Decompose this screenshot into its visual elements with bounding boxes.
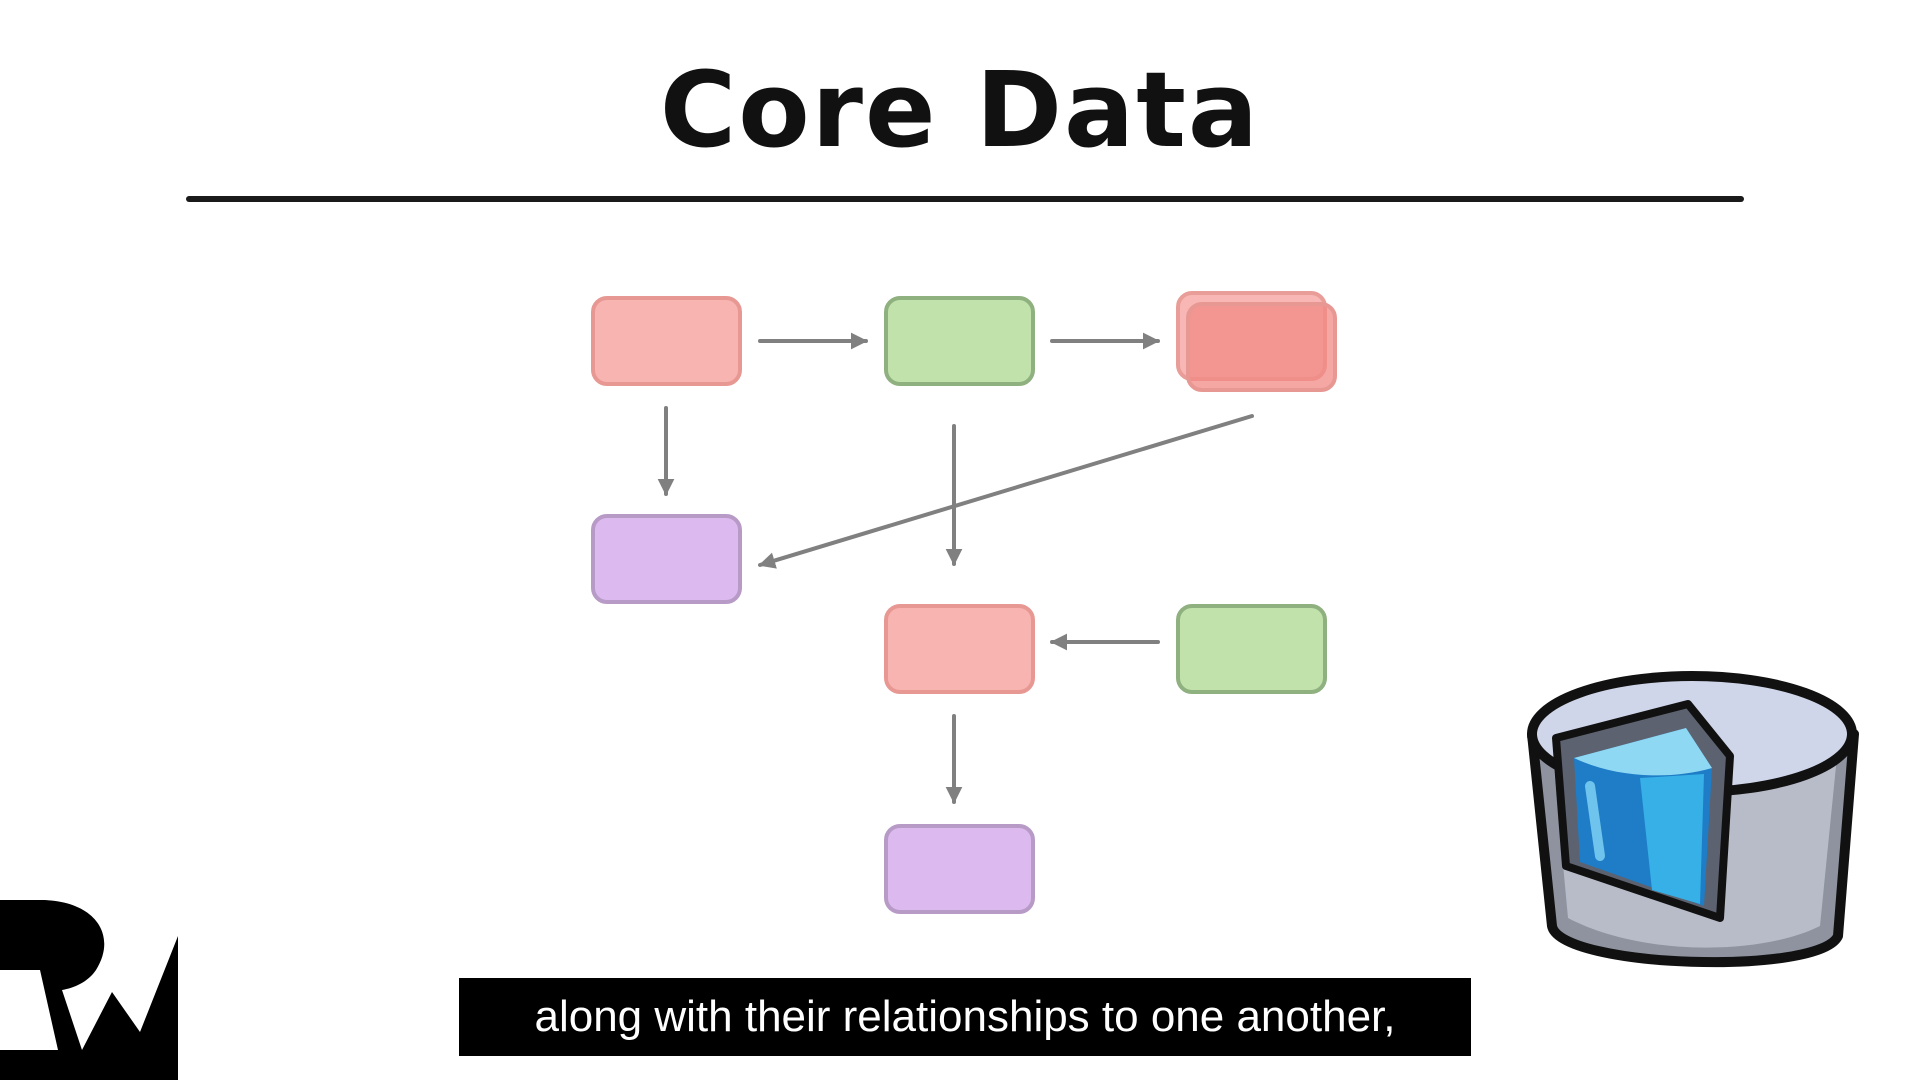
database-cylinder-icon xyxy=(1527,671,1859,968)
entity-box-purple-1 xyxy=(591,514,742,604)
entity-box-green-2 xyxy=(1176,604,1327,694)
arrow-entity3-to-entity4 xyxy=(758,414,1254,569)
entity-box-purple-2 xyxy=(884,824,1035,914)
entity-box-pink-stacked-front xyxy=(1186,302,1337,392)
subtitle-caption: along with their relationships to one an… xyxy=(459,978,1471,1056)
relationship-arrows xyxy=(657,332,1254,804)
title-divider xyxy=(186,196,1744,202)
entity-box-pink-1 xyxy=(591,296,742,386)
subtitle-caption-text: along with their relationships to one an… xyxy=(534,992,1396,1041)
entity-box-pink-2 xyxy=(884,604,1035,694)
raywenderlich-logo-icon xyxy=(0,900,178,1080)
entity-box-green-1 xyxy=(884,296,1035,386)
slide-title-text: Core Data xyxy=(659,49,1261,171)
slide-title: Core Data xyxy=(0,58,1920,162)
